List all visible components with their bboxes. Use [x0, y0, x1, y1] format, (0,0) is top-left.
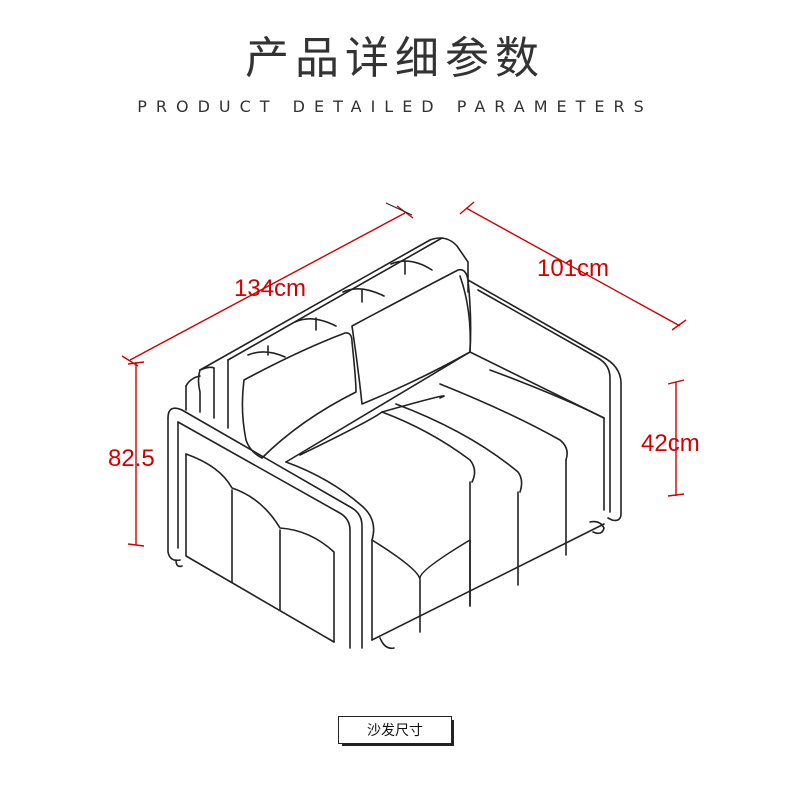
caption-label: 沙发尺寸: [338, 716, 452, 744]
seat-height-dim-tick-bottom: [667, 493, 685, 497]
depth-dim-tick-right: [671, 319, 687, 331]
back-cushion-left: [241, 332, 357, 459]
seat-height-label: 42cm: [641, 430, 700, 457]
left-armrest: [167, 407, 363, 649]
seat-height-dim-tick-top: [667, 379, 685, 385]
back-cushion-right: [351, 268, 472, 405]
height-label: 82.5: [108, 445, 155, 472]
backrest: [185, 237, 469, 429]
depth-dim-tick-left: [459, 201, 475, 215]
seat: [285, 351, 605, 650]
width-label: 134cm: [234, 275, 306, 302]
right-armrest: [467, 279, 622, 535]
depth-dim-line: [465, 207, 681, 327]
dimension-lines: [121, 201, 687, 547]
page-subtitle: PRODUCT DETAILED PARAMETERS: [137, 97, 653, 116]
depth-label: 101cm: [537, 255, 609, 282]
height-dim-tick-bottom: [127, 543, 145, 547]
height-dim-tick-top: [127, 361, 145, 365]
width-dim-line: [129, 212, 406, 361]
page-title: 产品详细参数: [245, 33, 545, 84]
